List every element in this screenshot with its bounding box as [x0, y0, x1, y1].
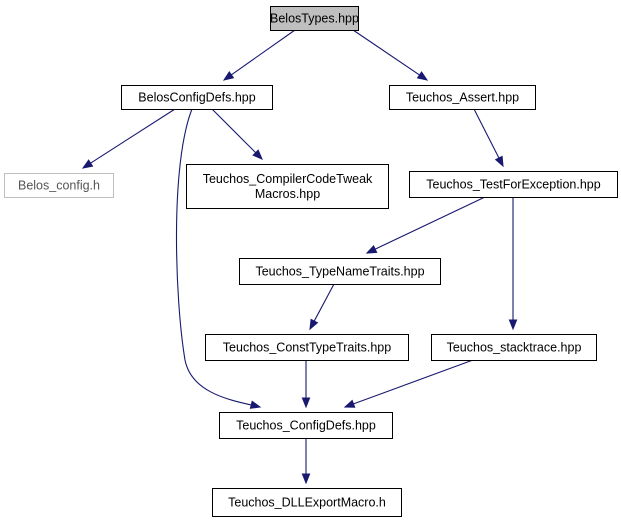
node-box [270, 6, 359, 31]
edge-teuchos_stacktrace-to-teuchos_config_defs [343, 359, 474, 408]
node-label: Teuchos_DLLExportMacro.h [228, 496, 386, 510]
edge-line [230, 29, 296, 76]
edge-belos_types-to-teuchos_assert [352, 29, 429, 81]
node-label: Teuchos_ConstTypeTraits.hpp [223, 341, 391, 355]
node-belos-config-h[interactable]: Belos_config.h [4, 173, 114, 198]
arrowhead [494, 155, 504, 168]
edge-line [352, 359, 474, 405]
node-box [239, 258, 441, 285]
node-belos-types[interactable]: BelosTypes.hpp [270, 6, 359, 31]
node-label: Belos_config.h [18, 179, 100, 193]
node-box [389, 85, 536, 110]
node-label: BelosTypes.hpp [270, 12, 359, 26]
edges [81, 29, 518, 485]
node-teuchos-const-type-traits[interactable]: Teuchos_ConstTypeTraits.hpp [205, 334, 409, 361]
arrowhead [508, 319, 518, 331]
arrowhead [252, 149, 263, 160]
node-label: BelosConfigDefs.hpp [138, 91, 255, 105]
arrowhead [249, 400, 262, 409]
edge-teuchos_assert-to-teuchos_test_for_exception [473, 108, 504, 168]
node-box [121, 85, 273, 110]
node-box [4, 173, 114, 198]
node-teuchos-stacktrace[interactable]: Teuchos_stacktrace.hpp [431, 334, 597, 361]
arrowhead [222, 70, 235, 81]
node-box [431, 334, 597, 361]
arrowhead [301, 397, 311, 409]
node-teuchos-test-for-exception[interactable]: Teuchos_TestForException.hpp [409, 171, 618, 198]
edge-teuchos_test_for_exception-to-teuchos_type_name_traits [365, 196, 486, 254]
arrowhead [343, 399, 356, 408]
edge-belos_config_defs-to-teuchos_config_defs [175, 108, 262, 409]
node-teuchos-assert[interactable]: Teuchos_Assert.hpp [389, 85, 536, 110]
edge-line [211, 108, 257, 154]
edge-belos_config_defs-to-teuchos_compiler_code_tweak [211, 108, 263, 160]
edge-line [473, 108, 500, 160]
edge-line [89, 108, 176, 165]
node-label: Teuchos_TestForException.hpp [426, 178, 600, 192]
arrowhead [365, 245, 378, 254]
node-label: Teuchos_ConfigDefs.hpp [236, 419, 376, 433]
edge-teuchos_test_for_exception-to-teuchos_stacktrace [508, 197, 518, 331]
edge-line [313, 283, 335, 323]
arrowhead [416, 71, 429, 81]
arrowhead [301, 473, 311, 485]
edge-line [373, 196, 486, 251]
edge-teuchos_config_defs-to-teuchos_dll_export_macro [301, 438, 311, 485]
node-belos-config-defs[interactable]: BelosConfigDefs.hpp [121, 85, 273, 110]
node-teuchos-type-name-traits[interactable]: Teuchos_TypeNameTraits.hpp [239, 258, 441, 285]
node-box [186, 164, 389, 209]
arrowhead [309, 318, 319, 331]
edge-belos_types-to-belos_config_defs [222, 29, 296, 81]
node-label: Teuchos_stacktrace.hpp [447, 341, 582, 355]
edge-teuchos_type_name_traits-to-teuchos_const_type_traits [309, 283, 335, 331]
node-label: Teuchos_Assert.hpp [406, 91, 519, 105]
node-label: Teuchos_CompilerCodeTweak [203, 172, 373, 186]
edge-line [175, 108, 261, 408]
arrowhead [81, 159, 94, 169]
edge-belos_config_defs-to-belos_config_h [81, 108, 176, 169]
node-box [212, 488, 402, 517]
edge-teuchos_const_type_traits-to-teuchos_config_defs [301, 360, 311, 409]
node-teuchos-config-defs[interactable]: Teuchos_ConfigDefs.hpp [219, 412, 393, 439]
node-label: Teuchos_TypeNameTraits.hpp [255, 265, 424, 279]
edge-line [352, 29, 421, 76]
node-label: Macros.hpp [255, 187, 320, 201]
node-box [219, 412, 393, 439]
node-box [409, 171, 618, 198]
node-box [205, 334, 409, 361]
node-teuchos-dll-export-macro[interactable]: Teuchos_DLLExportMacro.h [212, 488, 402, 517]
